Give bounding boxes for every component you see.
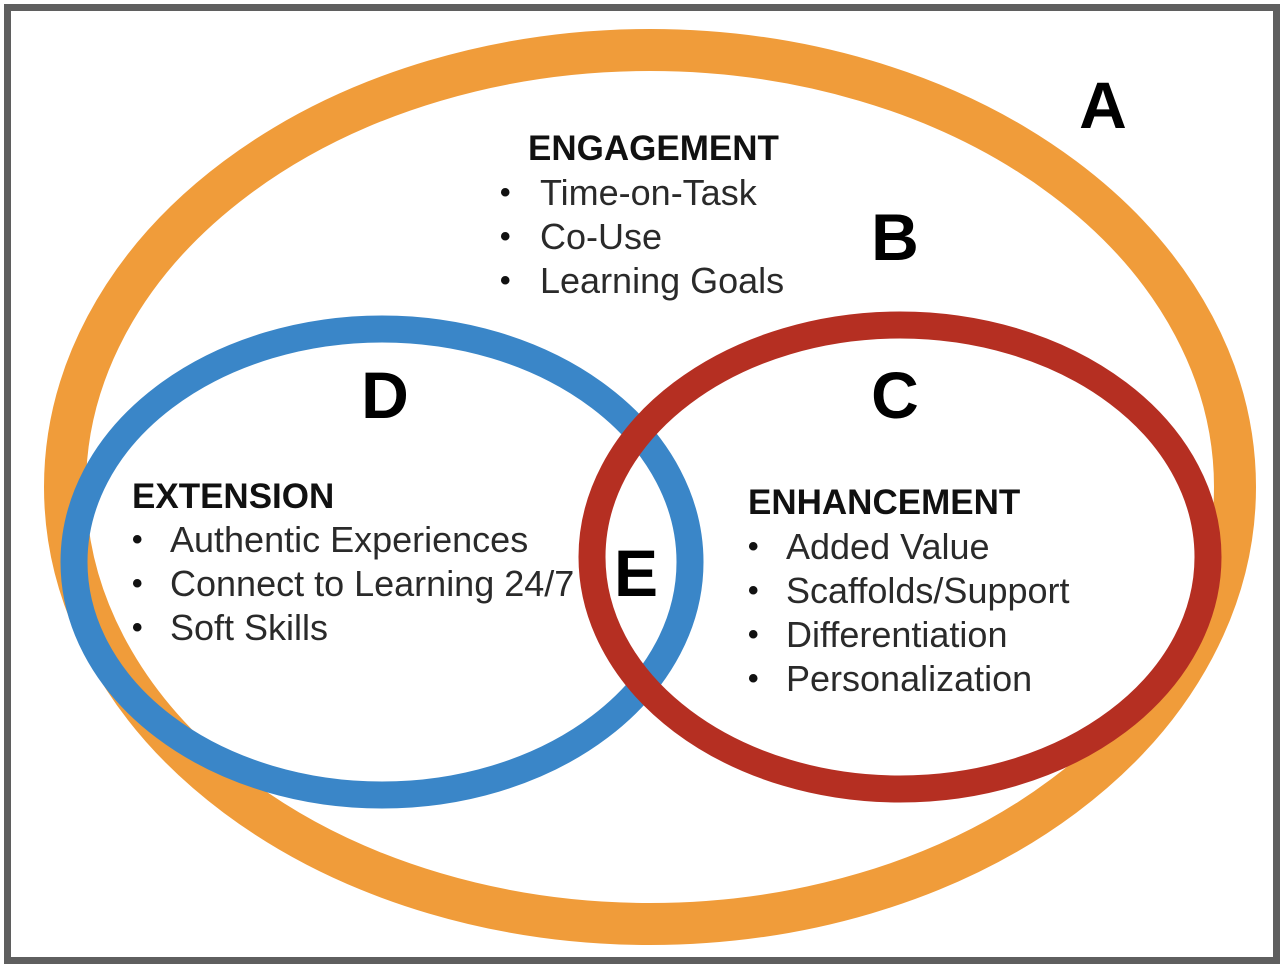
- extension-ring: [60, 315, 704, 809]
- region-label-e: E: [614, 536, 658, 610]
- bullet-dot: •: [748, 618, 759, 651]
- region-label-b: B: [871, 200, 919, 274]
- extension-item: Authentic Experiences: [170, 519, 528, 560]
- extension-item: Soft Skills: [170, 607, 328, 648]
- engagement-list: • Time-on-Task • Co-Use • Learning Goals: [500, 172, 784, 301]
- bullet-dot: •: [748, 662, 759, 695]
- enhancement-ring: [578, 311, 1222, 803]
- enhancement-item: Differentiation: [786, 614, 1007, 655]
- engagement-item: Learning Goals: [540, 260, 784, 301]
- enhancement-title: ENHANCEMENT: [748, 483, 1020, 522]
- enhancement-item: Scaffolds/Support: [786, 570, 1070, 611]
- engagement-ring: [44, 29, 1256, 945]
- engagement-title: ENGAGEMENT: [528, 129, 779, 168]
- extension-list: • Authentic Experiences • Connect to Lea…: [132, 519, 574, 648]
- bullet-dot: •: [500, 176, 511, 209]
- bullet-dot: •: [132, 523, 143, 556]
- region-label-c: C: [871, 358, 919, 432]
- enhancement-list: • Added Value • Scaffolds/Support • Diff…: [748, 526, 1070, 699]
- bullet-dot: •: [132, 567, 143, 600]
- extension-item: Connect to Learning 24/7: [170, 563, 574, 604]
- enhancement-item: Added Value: [786, 526, 990, 567]
- bullet-dot: •: [500, 264, 511, 297]
- bullet-dot: •: [748, 530, 759, 563]
- region-label-d: D: [361, 358, 409, 432]
- enhancement-item: Personalization: [786, 658, 1032, 699]
- region-label-a: A: [1079, 68, 1127, 142]
- extension-title: EXTENSION: [132, 477, 334, 516]
- bullet-dot: •: [132, 611, 143, 644]
- engagement-item: Time-on-Task: [540, 172, 758, 213]
- engagement-item: Co-Use: [540, 216, 662, 257]
- bullet-dot: •: [500, 220, 511, 253]
- bullet-dot: •: [748, 574, 759, 607]
